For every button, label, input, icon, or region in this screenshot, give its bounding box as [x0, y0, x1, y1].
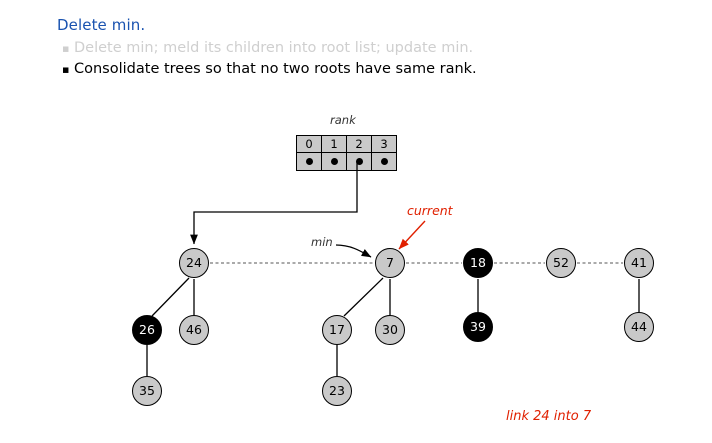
bullet-text-0: Delete min; meld its children into root …: [74, 40, 474, 56]
rank-cell-0: [296, 152, 322, 171]
bullet-item-1: ▪ Consolidate trees so that no two roots…: [62, 61, 682, 77]
page-title: Delete min.: [57, 16, 146, 34]
step-caption: link 24 into 7: [506, 409, 592, 424]
heap-node-39[interactable]: 39: [463, 312, 493, 342]
heap-node-7[interactable]: 7: [375, 248, 405, 278]
heap-node-35[interactable]: 35: [132, 376, 162, 406]
rank-dot-icon: [330, 158, 338, 165]
current-pointer-arrow: [398, 220, 426, 250]
rank-dot-icon: [355, 158, 363, 165]
min-pointer-arrow: [335, 244, 372, 258]
heap-node-41[interactable]: 41: [624, 248, 654, 278]
rank-cell-2: [346, 152, 372, 171]
heap-node-26[interactable]: 26: [132, 315, 162, 345]
rank-cell-3: [371, 152, 397, 171]
edge-24-26: [151, 277, 190, 317]
heap-node-24[interactable]: 24: [179, 248, 209, 278]
rank-header-2: 2: [346, 135, 372, 153]
bullet-marker-icon: ▪: [62, 42, 70, 55]
rank-table-header-row: 0 1 2 3: [296, 135, 397, 153]
rank-table-dot-row: [296, 152, 397, 171]
rank-header-0: 0: [296, 135, 322, 153]
rank-pointer-line: [190, 162, 358, 245]
heap-node-23[interactable]: 23: [322, 376, 352, 406]
bullet-list: ▪ Delete min; meld its children into roo…: [62, 40, 682, 82]
rank-header-3: 3: [371, 135, 397, 153]
rank-dot-icon: [305, 158, 313, 165]
bullet-text-1: Consolidate trees so that no two roots h…: [74, 61, 477, 77]
rank-table-label: rank: [330, 113, 356, 127]
min-label: min: [311, 235, 333, 249]
heap-node-52[interactable]: 52: [546, 248, 576, 278]
bullet-item-0: ▪ Delete min; meld its children into roo…: [62, 40, 682, 56]
heap-node-18[interactable]: 18: [463, 248, 493, 278]
heap-node-44[interactable]: 44: [624, 312, 654, 342]
bullet-marker-icon: ▪: [62, 63, 70, 76]
rank-dot-icon: [380, 158, 388, 165]
heap-node-17[interactable]: 17: [322, 315, 352, 345]
current-label: current: [407, 203, 453, 218]
edge-7-17: [343, 277, 384, 317]
rank-cell-1: [321, 152, 347, 171]
rank-header-1: 1: [321, 135, 347, 153]
heap-node-46[interactable]: 46: [179, 315, 209, 345]
heap-node-30[interactable]: 30: [375, 315, 405, 345]
rank-table: 0 1 2 3: [296, 135, 397, 171]
